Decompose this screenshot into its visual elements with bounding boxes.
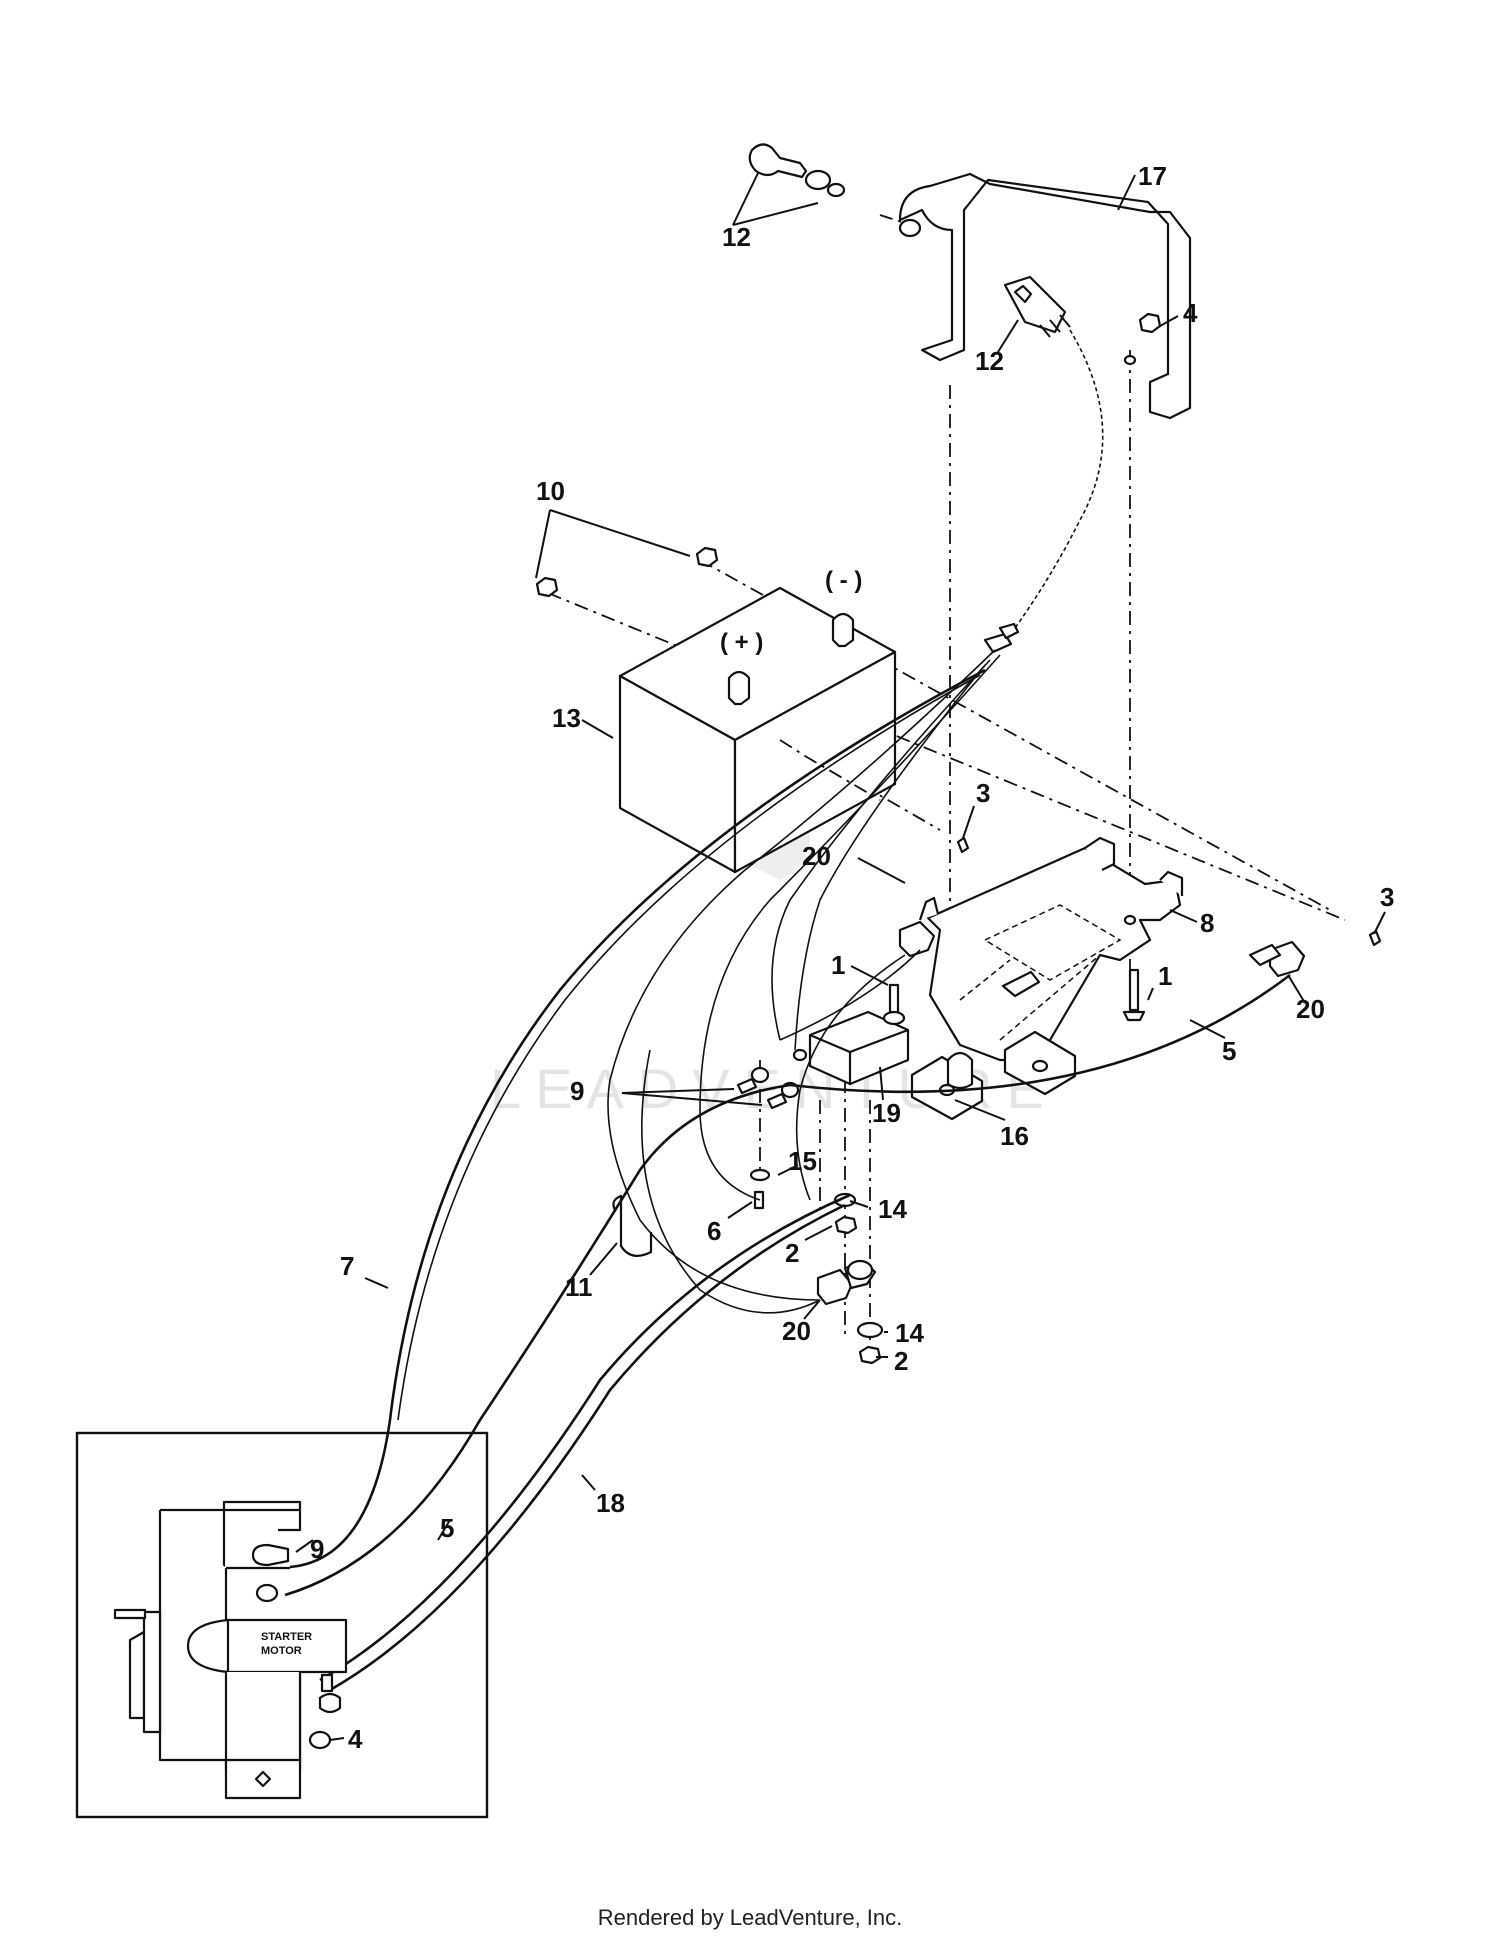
nut-2-lower (858, 1345, 882, 1365)
negative-terminal-label: ( - ) (825, 567, 862, 594)
callout-12-key: 12 (722, 222, 751, 252)
callout-5-right: 5 (1222, 1036, 1236, 1066)
callout-2-upper: 2 (785, 1238, 799, 1268)
callout-11: 11 (565, 1272, 593, 1302)
battery: ( - ) ( + ) (618, 567, 897, 874)
fuse-holder-bottom (816, 1259, 877, 1306)
callout-5-inset: 5 (440, 1513, 454, 1543)
callout-18: 18 (596, 1488, 625, 1518)
solenoid-bracket-bolt (946, 1051, 974, 1090)
nut-2-upper (834, 1215, 858, 1235)
positive-terminal-label: ( + ) (720, 629, 763, 656)
screw-3-left (956, 836, 970, 854)
callout-3-right: 3 (1380, 882, 1394, 912)
callout-1-left: 1 (831, 950, 845, 980)
cable-clip (612, 1194, 653, 1257)
leader-lines (295, 172, 1386, 1741)
starter-label-line2: MOTOR (261, 1645, 302, 1657)
callout-15: 15 (788, 1146, 817, 1176)
callout-20-top: 20 (802, 841, 831, 871)
callout-6: 6 (707, 1216, 721, 1246)
callout-17: 17 (1138, 161, 1167, 191)
callout-9-inset: 9 (310, 1534, 324, 1564)
ignition-switch (1003, 275, 1071, 338)
callout-20-right: 20 (1296, 994, 1325, 1024)
solenoid (808, 1010, 910, 1086)
nut-4-top (1138, 312, 1162, 334)
callout-8: 8 (1200, 908, 1214, 938)
footer-credit: Rendered by LeadVenture, Inc. (597, 1905, 903, 1930)
callout-4-inset: 4 (348, 1724, 363, 1754)
bolt-1-left (882, 983, 906, 1026)
starter-label-line1: STARTER (261, 1631, 312, 1643)
callout-labels: 12 17 4 12 10 13 3 20 8 3 1 1 20 5 9 19 … (310, 161, 1394, 1754)
callout-16: 16 (1000, 1121, 1029, 1151)
callout-14-upper: 14 (878, 1194, 907, 1224)
assembly-lines (547, 214, 1346, 1340)
engine-inset: STARTER MOTOR (75, 1431, 489, 1819)
wiring-harness (284, 329, 1291, 1692)
bolt-1-right (1122, 968, 1146, 1022)
callout-10: 10 (536, 476, 565, 506)
callout-14-lower: 14 (895, 1318, 924, 1348)
callout-13: 13 (552, 703, 581, 733)
callout-9-solenoid: 9 (570, 1076, 584, 1106)
callout-4-top: 4 (1183, 298, 1198, 328)
callout-1-right: 1 (1158, 961, 1172, 991)
callout-2-lower: 2 (894, 1346, 908, 1376)
callout-3-left: 3 (976, 778, 990, 808)
battery-nuts (535, 546, 719, 598)
washer-15 (749, 1168, 771, 1182)
callout-12-switch: 12 (975, 346, 1004, 376)
callout-7: 7 (340, 1251, 354, 1281)
washer-14-lower (856, 1321, 884, 1339)
fuse-holder-right (1248, 940, 1306, 978)
ignition-key (748, 143, 846, 198)
callout-19: 19 (872, 1098, 901, 1128)
dash-bracket (898, 172, 1192, 420)
fuse-holder-top (898, 896, 940, 958)
callout-20-bottom: 20 (782, 1316, 811, 1346)
